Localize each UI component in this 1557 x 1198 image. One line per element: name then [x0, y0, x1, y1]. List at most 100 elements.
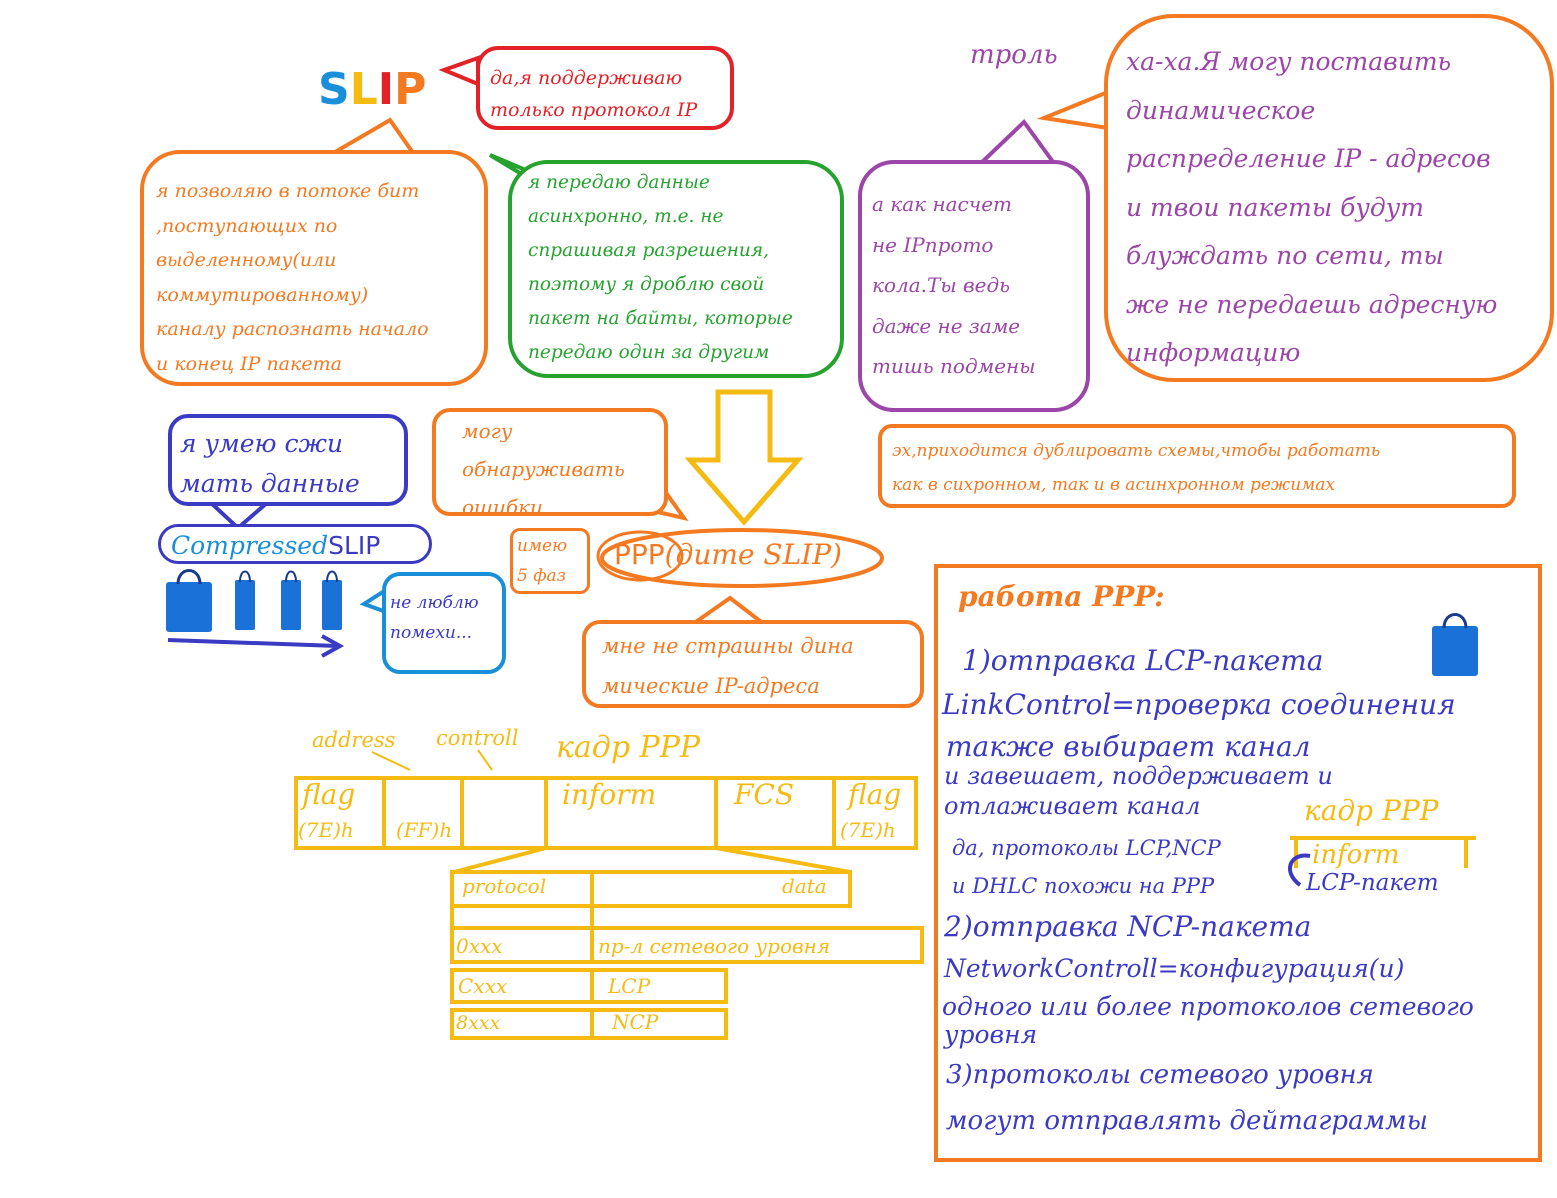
- bubble-line: даже не заме: [872, 313, 1021, 338]
- slip-ip-only-bubble: да,я поддерживаю только протокол IP: [476, 46, 734, 130]
- ppp-errors-bubble: могу обнаруживать ошибки: [432, 408, 668, 519]
- troll-label: троль: [970, 40, 1058, 70]
- bubble-line: да,я поддерживаю: [490, 67, 683, 89]
- bubble-line: ,поступающих по: [156, 214, 338, 237]
- bubble-line: асинхронно, т.е. не: [528, 206, 724, 227]
- slip-title: SLIP: [318, 64, 426, 115]
- work-line: также выбирает канал: [946, 730, 1311, 763]
- info-row-code: 8xxx: [456, 1012, 501, 1034]
- mini-frame-title: кадр PPP: [1304, 794, 1439, 827]
- ppp-label-ppp: PPP: [614, 538, 665, 571]
- shopping-bag-icon: [322, 570, 342, 630]
- bubble-line: я передаю данные: [528, 172, 710, 193]
- work-line: LinkControl=проверка соединения: [942, 688, 1456, 721]
- work-line: да, протоколы LCP,NCP: [952, 836, 1221, 860]
- ppp-phases-bubble: имею 5 фаз: [510, 528, 590, 594]
- bubble-line: пакет на байты, которые: [528, 308, 793, 329]
- shopping-bag-icon: [281, 570, 301, 630]
- mini-frame-field: inform: [1312, 840, 1400, 870]
- ppp-work-title: работа PPP:: [958, 580, 1165, 613]
- bubble-line: а как насчет: [872, 192, 1012, 216]
- controll-label: controll: [436, 726, 519, 750]
- bubble-line: каналу распознать начало: [156, 318, 429, 340]
- troll-question-bubble: а как насчет не IPпрото кола.Ты ведь даж…: [858, 160, 1090, 412]
- frame-field-top: FCS: [734, 778, 795, 811]
- arrow-head-icon: [321, 634, 345, 658]
- bubble-line: помехи...: [390, 623, 473, 643]
- curved-arrow-icon: [1288, 853, 1311, 887]
- slip-letter-i: I: [377, 64, 395, 115]
- bubble-line: спрашивая разрешения,: [528, 240, 769, 261]
- cslip-label: CompressedSLIP: [158, 524, 432, 564]
- cslip-noise-bubble: не люблю помехи...: [382, 572, 506, 674]
- shopping-bag-icon: [235, 570, 255, 630]
- cslip-slip-text: SLIP: [328, 531, 381, 560]
- bubble-line: тишь подмены: [872, 354, 1036, 378]
- work-line: отлаживает канал: [944, 792, 1201, 820]
- info-header-data: data: [782, 874, 827, 898]
- work-line: 2)отправка NCP-пакета: [944, 910, 1312, 943]
- info-header-protocol: protocol: [462, 874, 547, 898]
- bubble-line: только протокол IP: [490, 99, 698, 121]
- work-line: одного или более протоколов сетевого: [942, 992, 1474, 1021]
- bubble-line: не люблю: [390, 593, 479, 613]
- ppp-dual-mode-bubble: эх,приходится дублировать схемы,чтобы ра…: [878, 424, 1516, 508]
- frame-field-top: flag: [302, 778, 356, 811]
- bubble-line: и конец IP пакета: [156, 352, 342, 375]
- bubble-line: мать данные: [180, 469, 360, 498]
- shopping-bag-icon: [166, 569, 212, 632]
- flow-arrow-line: [167, 638, 339, 648]
- ppp-oval: [600, 528, 884, 588]
- cslip-compressed-text: Compressed: [171, 531, 329, 560]
- ppp-frame-title: кадр PPP: [556, 730, 701, 765]
- answer-bubble-tail: [1036, 89, 1110, 131]
- bubble-line: кола.Ты ведь: [872, 273, 1011, 297]
- mini-frame: [1290, 836, 1476, 868]
- bubble-line: ха-ха.Я могу поставить: [1126, 47, 1452, 76]
- work-line: и завешает, поддерживает и: [944, 762, 1333, 790]
- bubble-line: и твои пакеты будут: [1126, 192, 1424, 222]
- bubble-line: ошибки: [462, 495, 543, 519]
- info-row-meaning: пр-л сетевого уровня: [598, 934, 831, 958]
- bubble-line: эх,приходится дублировать схемы,чтобы ра…: [892, 441, 1381, 461]
- info-row-code: 0xxx: [456, 934, 503, 958]
- info-row-meaning: NCP: [612, 1010, 659, 1034]
- bubble-line: блуждать по сети, ты: [1126, 241, 1444, 270]
- ppp-label-rest: (дите SLIP): [664, 538, 842, 571]
- down-arrow-icon: [684, 389, 804, 526]
- work-line: уровня: [944, 1020, 1038, 1049]
- bubble-line: мне не страшны дина: [602, 634, 854, 658]
- red-bubble-tail: [438, 55, 480, 87]
- frame-field-top: inform: [562, 778, 657, 811]
- bubble-line: передаю один за другим: [528, 342, 770, 363]
- frame-field-bottom: (FF)h: [396, 818, 453, 842]
- bubble-line: распределение IP - адресов: [1126, 144, 1491, 173]
- bubble-line: поэтому я дроблю свой: [528, 274, 765, 295]
- bubble-line: имею: [517, 536, 568, 556]
- work-line: NetworkControll=конфигурация(и): [944, 954, 1405, 983]
- slip-letter-l: L: [349, 64, 378, 115]
- work-line: 3)протоколы сетевого уровня: [946, 1060, 1374, 1090]
- frame-field-bottom: (7E)h: [840, 818, 896, 842]
- slip-letter-s: S: [318, 64, 350, 115]
- bubble-line: я позволяю в потоке бит: [156, 180, 420, 202]
- ppp-label: PPP(дите SLIP): [614, 538, 842, 571]
- bubble-line: я умею сжи: [180, 429, 344, 458]
- bubble-line: динамическое: [1126, 95, 1316, 125]
- ppp-inner-oval: [596, 530, 684, 582]
- bubble-line: могу: [462, 419, 513, 443]
- mini-frame-note: LCP-пакет: [1306, 870, 1439, 896]
- slip-async-bubble: я передаю данные асинхронно, т.е. не спр…: [508, 160, 844, 378]
- controll-pointer: [477, 749, 493, 771]
- slip-letter-p: P: [394, 64, 427, 115]
- bubble-line: коммутированному): [156, 283, 369, 306]
- shopping-bag-icon: [1432, 613, 1478, 676]
- bubble-line: как в сихронном, так и в асинхронном реж…: [892, 475, 1335, 495]
- ppp-frame-table: [294, 776, 924, 1040]
- bubble-line: выделенному(или: [156, 249, 337, 271]
- slip-detect-bubble: я позволяю в потоке бит ,поступающих по …: [140, 150, 488, 386]
- work-line: 1)отправка LCP-пакета: [962, 644, 1324, 677]
- info-row-meaning: LCP: [608, 974, 651, 998]
- frame-field-top: flag: [848, 778, 902, 811]
